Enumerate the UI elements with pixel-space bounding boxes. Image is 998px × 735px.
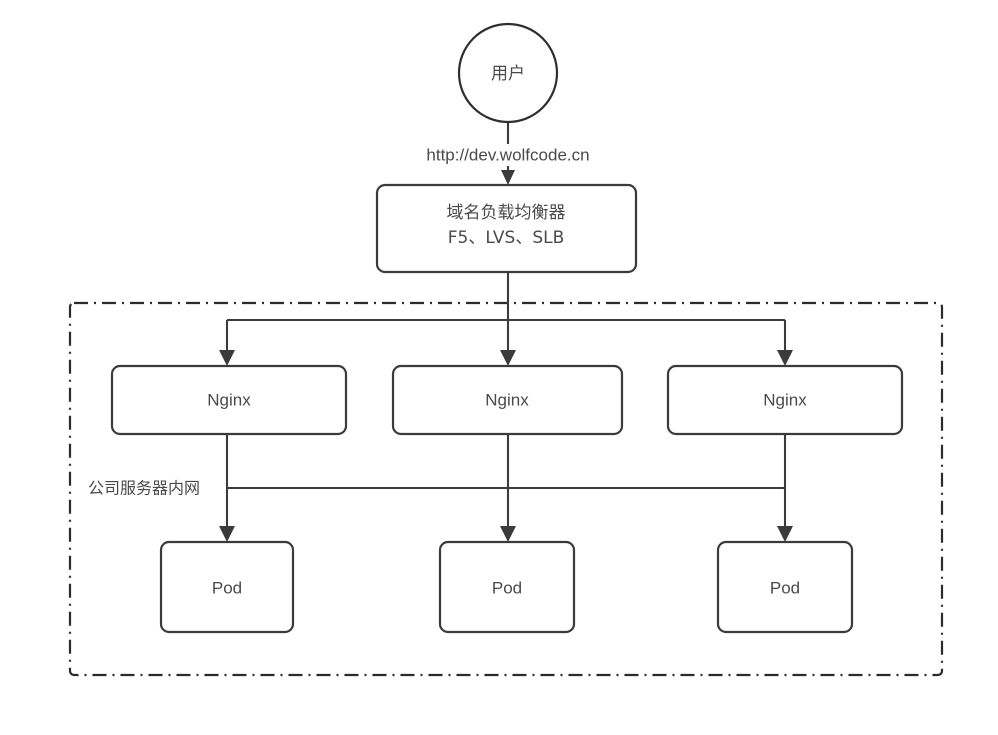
node-user[interactable] xyxy=(457,22,559,124)
url-label-backing xyxy=(402,144,614,166)
node-nginx-1-label: Nginx xyxy=(207,390,251,409)
arrowhead-pod-2 xyxy=(500,526,516,542)
node-pod-1[interactable] xyxy=(159,540,295,634)
node-load-balancer-label-line1: 域名负载均衡器 xyxy=(447,203,566,223)
node-pod-2-label: Pod xyxy=(492,578,522,597)
intranet-boundary-label: 公司服务器内网 xyxy=(88,479,200,498)
node-load-balancer-label-line2: F5、LVS、SLB xyxy=(448,228,565,248)
intranet-boundary xyxy=(68,301,944,677)
arrowhead-nginx-2 xyxy=(500,350,516,366)
node-pod-1-label: Pod xyxy=(212,578,242,597)
edge-label-url: http://dev.wolfcode.cn xyxy=(426,145,589,164)
node-nginx-2-label: Nginx xyxy=(485,390,529,409)
node-nginx-2[interactable] xyxy=(391,364,624,436)
node-user-label: 用户 xyxy=(491,64,525,84)
arrowhead-nginx-1 xyxy=(219,350,235,366)
node-nginx-3[interactable] xyxy=(666,364,904,436)
arrowhead-user-to-loadbalancer xyxy=(501,170,515,185)
arrowhead-pod-1 xyxy=(219,526,235,542)
node-nginx-1[interactable] xyxy=(110,364,348,436)
intranet-label-backing xyxy=(84,478,218,500)
node-nginx-3-label: Nginx xyxy=(763,390,807,409)
connector-nginx-to-pod-bus xyxy=(225,434,787,533)
node-pod-3-label: Pod xyxy=(770,578,800,597)
arrowhead-pod-3 xyxy=(777,526,793,542)
connector-loadbalancer-to-nginx-bus xyxy=(225,272,787,357)
arrowhead-nginx-3 xyxy=(777,350,793,366)
node-pod-3[interactable] xyxy=(716,540,854,634)
node-load-balancer[interactable] xyxy=(375,183,638,274)
node-pod-2[interactable] xyxy=(438,540,576,634)
